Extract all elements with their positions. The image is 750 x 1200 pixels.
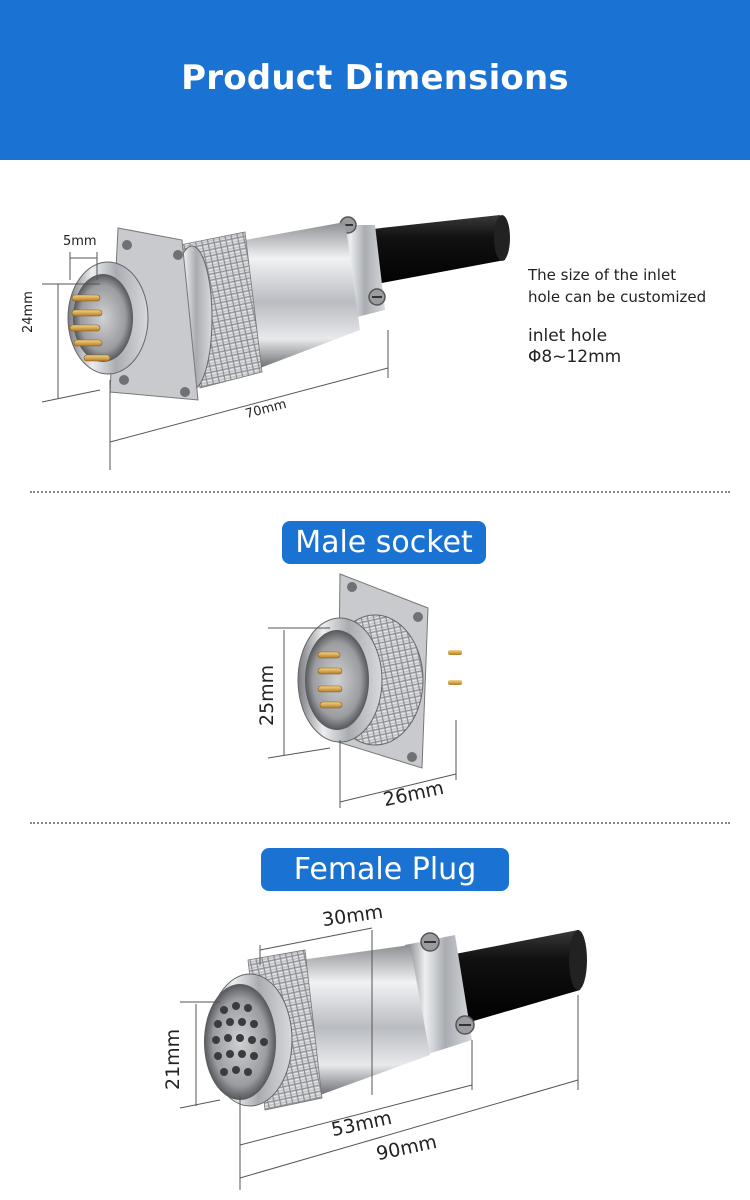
section-divider-1 [30,491,730,493]
male-socket-badge: Male socket [282,521,486,564]
dimension-lines-2 [267,627,457,808]
dimension-lines-1 [41,252,389,470]
dimension-lines-3 [179,927,579,1190]
inlet-hole-size: Φ8~12mm [528,347,622,367]
page-title: Product Dimensions [181,58,569,98]
dim-25mm-label: 25mm [256,664,278,726]
female-plug-image [204,930,587,1111]
dim-21mm-label: 21mm [162,1028,184,1090]
assembled-connector-image [67,215,510,401]
customize-note-line2: hole can be customized [528,288,707,306]
inlet-hole-label: inlet hole [528,326,608,346]
female-plug-badge: Female Plug [261,848,509,891]
dim-24mm-label: 24mm [21,291,36,333]
dim-5mm-label: 5mm [63,234,97,249]
header-banner: Product Dimensions [0,0,750,160]
male-socket-image [297,573,462,769]
section-divider-2 [30,822,730,824]
customize-note-line1: The size of the inlet [528,266,677,284]
